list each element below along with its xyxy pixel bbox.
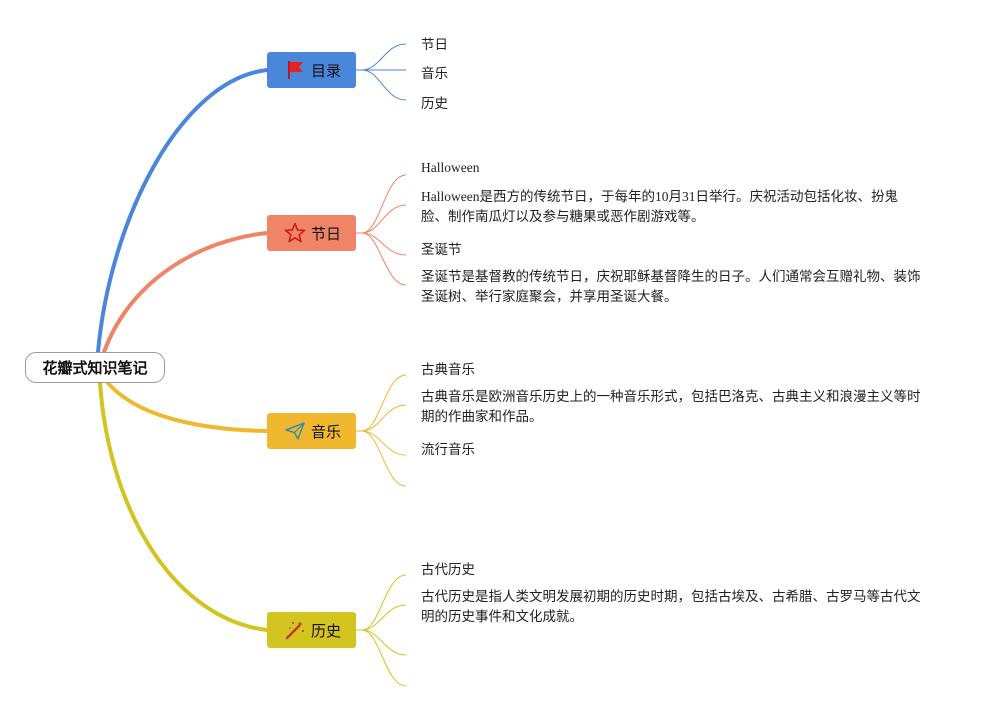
- leaf-history-ancient-desc[interactable]: 古代历史是指人类文明发展初期的历史时期，包括古埃及、古希腊、古罗马等古代文明的历…: [421, 589, 921, 624]
- leaf-festival-christmas-title[interactable]: 圣诞节: [421, 242, 462, 257]
- leaf-music-classical-desc[interactable]: 古典音乐是欧洲音乐历史上的一种音乐形式，包括巴洛克、古典主义和浪漫主义等时期的作…: [421, 389, 921, 424]
- leaf-festival-halloween-title[interactable]: Halloween: [421, 160, 480, 175]
- branch-connector-music: [106, 381, 269, 433]
- leaf-festival-halloween-desc[interactable]: Halloween是西方的传统节日，于每年的10月31日举行。庆祝活动包括化妆、…: [421, 189, 898, 224]
- branch-label-music: 音乐: [310, 422, 341, 441]
- leaf-connectors-festival: [356, 174, 407, 286]
- branch-node-festival[interactable]: 节日: [267, 215, 356, 251]
- branch-connector-catalog: [96, 68, 269, 354]
- branch-node-catalog[interactable]: 目录: [267, 52, 356, 88]
- root-node-label: 花瓣式知识笔记: [42, 359, 148, 377]
- branch-node-history[interactable]: 历史: [267, 612, 356, 648]
- branch-node-music[interactable]: 音乐: [267, 413, 356, 449]
- branch-label-festival: 节日: [310, 224, 341, 243]
- flag-icon: [284, 59, 306, 81]
- branch-label-history: 历史: [310, 621, 341, 640]
- branch-connector-history: [98, 381, 269, 632]
- branch-label-catalog: 目录: [310, 61, 341, 80]
- leaf-catalog-history[interactable]: 历史: [421, 96, 448, 111]
- leaf-catalog-festival[interactable]: 节日: [421, 37, 448, 52]
- star-icon: [284, 222, 306, 244]
- leaf-connectors-music: [356, 374, 407, 487]
- leaf-music-classical-title[interactable]: 古典音乐: [421, 362, 475, 377]
- root-node[interactable]: 花瓣式知识笔记: [25, 352, 165, 383]
- magic-wand-icon: [284, 619, 306, 641]
- branch-connector-festival: [102, 231, 269, 354]
- leaf-catalog-music[interactable]: 音乐: [421, 66, 448, 81]
- leaf-festival-christmas-desc[interactable]: 圣诞节是基督教的传统节日，庆祝耶稣基督降生的日子。人们通常会互赠礼物、装饰圣诞树…: [421, 269, 921, 304]
- leaf-connectors-catalog: [356, 43, 407, 101]
- leaf-history-ancient-title[interactable]: 古代历史: [421, 562, 475, 577]
- leaf-connectors-history: [356, 574, 407, 687]
- leaf-music-pop-title[interactable]: 流行音乐: [421, 442, 475, 457]
- paper-plane-icon: [284, 420, 306, 442]
